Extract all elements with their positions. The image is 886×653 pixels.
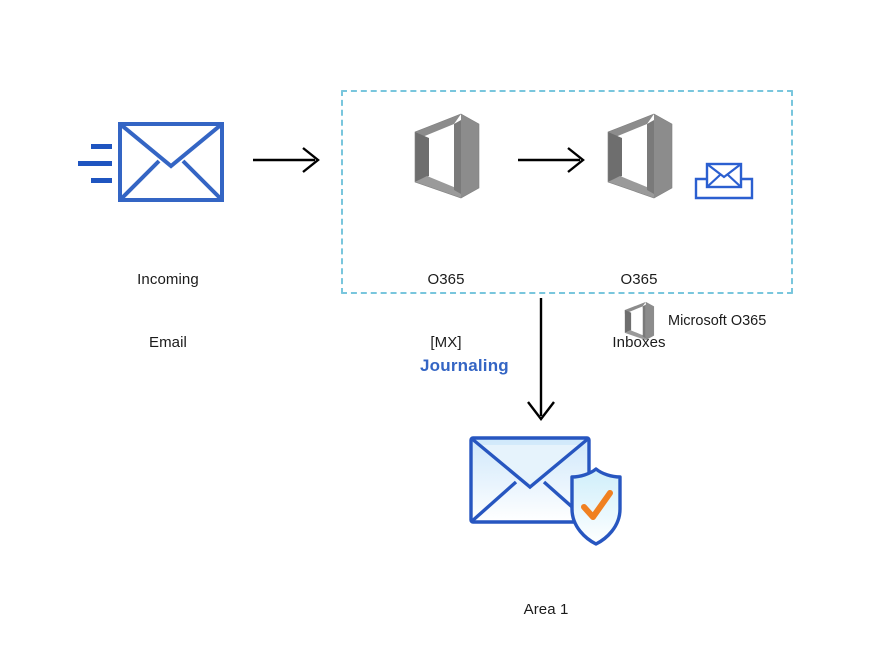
o365-mx-caption: O365 [MX] — [362, 227, 530, 395]
incoming-email-caption: Incoming Email — [88, 227, 248, 395]
area1-caption-line1: Area 1 — [523, 601, 569, 618]
arrow-inboxes-to-area1 — [527, 298, 555, 421]
legend-office365-logo-icon — [624, 301, 655, 341]
microsoft-o365-boundary-zone — [341, 90, 793, 294]
office365-logo-icon-inboxes — [607, 113, 673, 199]
inbox-tray-icon — [694, 162, 754, 200]
envelope-icon — [118, 122, 224, 202]
o365-inboxes-caption-line2: Inboxes — [612, 334, 666, 351]
secure-email-shield-icon — [469, 436, 622, 546]
o365-mx-caption-line2: [MX] — [430, 334, 462, 351]
office365-logo-icon-mx — [414, 113, 480, 199]
o365-inboxes-caption: O365 Inboxes — [555, 227, 723, 395]
incoming-email-caption-line2: Email — [148, 334, 187, 351]
arrow-o365mx-to-inboxes — [518, 147, 585, 173]
o365-mx-caption-line1: O365 — [427, 271, 465, 288]
area1-caption: Area 1 email security — [466, 557, 626, 653]
incoming-email-caption-line1: Incoming — [137, 271, 199, 288]
o365-inboxes-caption-line1: O365 — [620, 271, 658, 288]
arrow-incoming-to-o365mx — [253, 147, 320, 173]
journaling-label: Journaling — [420, 356, 509, 375]
speed-lines-icon — [78, 144, 112, 183]
legend-label: Microsoft O365 — [668, 313, 767, 329]
